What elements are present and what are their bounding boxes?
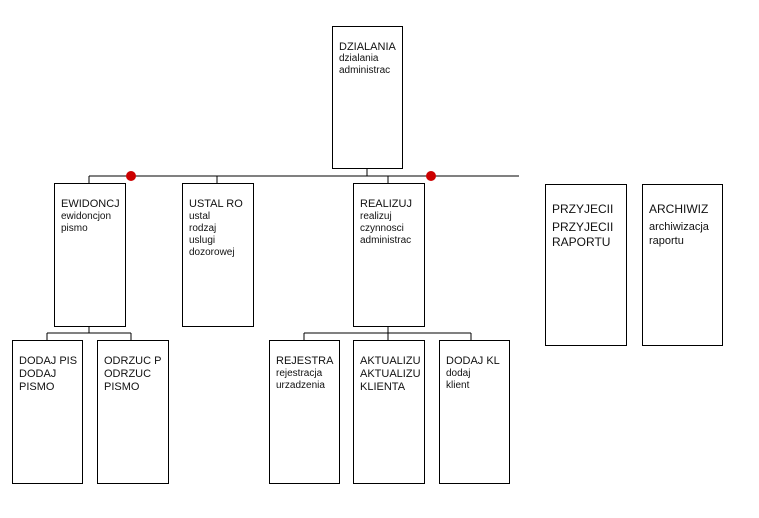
node-title: USTAL RO: [189, 198, 243, 210]
node-odrzuc: ODRZUC P ODRZUC PISMO: [97, 340, 169, 484]
node-przyjecie: PRZYJECII PRZYJECII RAPORTU: [545, 184, 627, 346]
node-title: DODAJ PIS: [19, 355, 78, 367]
node-realizuj: REALIZUJ realizuj czynnosci administrac: [353, 183, 425, 327]
node-title: DZIALANIA: [339, 41, 396, 53]
junction-marker-right: [426, 171, 436, 181]
node-title: REJESTRA: [276, 355, 334, 367]
node-desc: rejestracja urzadzenia: [276, 368, 325, 391]
node-desc: dodaj klient: [446, 368, 471, 391]
node-desc: PRZYJECII RAPORTU: [552, 220, 614, 249]
node-desc: dzialania administrac: [339, 53, 391, 76]
node-title: AKTUALIZU: [360, 355, 421, 367]
node-rejestracja: REJESTRA rejestracja urzadzenia: [269, 340, 340, 484]
node-title: PRZYJECII: [552, 202, 614, 216]
node-dodaj-pismo: DODAJ PIS DODAJ PISMO: [12, 340, 83, 484]
node-desc: ustal rodzaj uslugi dozorowej: [189, 211, 235, 258]
node-dodaj-klient: DODAJ KL dodaj klient: [439, 340, 510, 484]
node-title: DODAJ KL: [446, 355, 500, 367]
node-title: ARCHIWIZ: [649, 202, 709, 216]
node-title: REALIZUJ: [360, 198, 412, 210]
junction-marker-left: [126, 171, 136, 181]
node-desc: archiwizacja raportu: [649, 221, 709, 247]
node-ewidencja: EWIDONCJ ewidoncjon pismo: [54, 183, 126, 327]
node-archiwizuj: ARCHIWIZ archiwizacja raportu: [642, 184, 723, 346]
node-desc: realizuj czynnosci administrac: [360, 211, 412, 246]
node-desc: ewidoncjon pismo: [61, 211, 112, 234]
node-ustal: USTAL RO ustal rodzaj uslugi dozorowej: [182, 183, 254, 327]
node-desc: DODAJ PISMO: [19, 368, 57, 393]
node-desc: ODRZUC PISMO: [104, 368, 152, 393]
node-title: ODRZUC P: [104, 355, 162, 367]
node-aktualizuj: AKTUALIZU AKTUALIZU KLIENTA: [353, 340, 425, 484]
node-desc: AKTUALIZU KLIENTA: [360, 368, 421, 393]
node-dzialania: DZIALANIA dzialania administrac: [332, 26, 403, 169]
node-title: EWIDONCJ: [61, 198, 120, 210]
